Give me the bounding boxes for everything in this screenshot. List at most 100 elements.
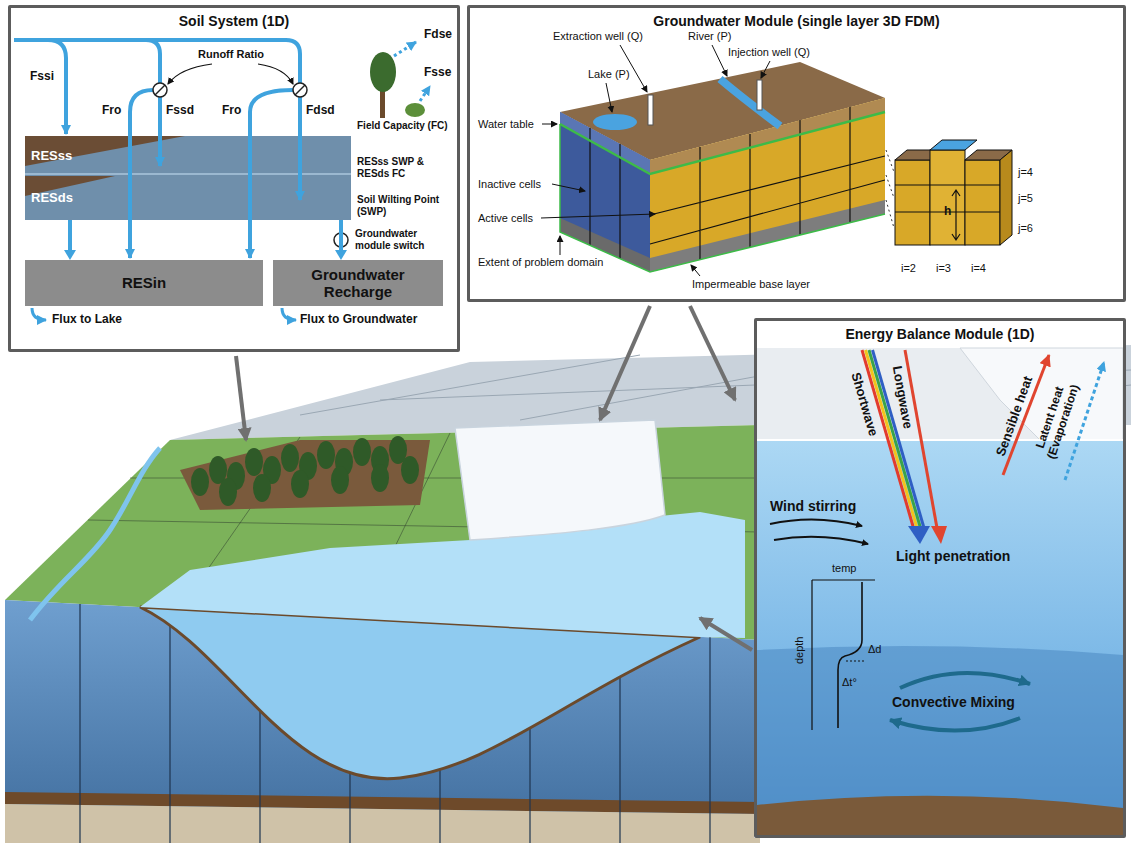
leader-line [541,45,770,276]
runoff-splitter [168,64,212,84]
water-flow [250,90,293,258]
leader-line [712,45,727,76]
node-label: RESss [31,148,72,163]
leader-line [552,184,585,191]
aquifer-block [593,114,637,130]
soil-flow-label: Flux to Groundwater [300,313,417,327]
temperature-profile [838,582,862,728]
aquifer-block [560,112,650,272]
groundwater-label: Extraction well (Q) [553,30,643,43]
pointer-arrow [700,618,752,650]
panel-title: Energy Balance Module (1D) [757,326,1123,342]
landscape-block [219,478,237,506]
energy-label: Longwave [889,364,915,429]
pointer-arrow [690,306,735,400]
temperature-profile [812,580,875,730]
groundwater-label: Water table [478,118,534,131]
vegetation [370,52,425,118]
runoff-splitter [153,64,348,247]
pointer-arrow [236,356,246,440]
aquifer-block [648,95,653,125]
mixing-arrow [770,519,862,526]
groundwater-label: i=3 [936,262,951,275]
radiation-arrow [862,350,1104,544]
lake-column [757,440,1123,835]
soil-profile [25,136,351,220]
runoff-splitter [155,85,165,95]
radiation-arrow [908,526,930,544]
landscape-block [317,441,335,469]
groundwater-label: i=2 [901,262,916,275]
landscape-block [281,444,299,472]
landscape-block [191,468,209,496]
water-flow [48,40,66,134]
water-flow [14,40,300,83]
mixing-arrow [774,537,868,544]
vegetation [370,52,396,92]
soil-flow-label: Fssi [30,70,54,84]
aquifer-block [757,80,762,110]
temperature-profile [812,580,875,730]
landscape-block [5,804,760,843]
groundwater-label: j=5 [1018,192,1033,205]
soil-flow-label: Soil Wilting Point (SWP) [357,194,453,217]
energy-label: Sensible heat [994,374,1036,458]
landscape-block [401,456,419,484]
soil-profile [25,173,351,175]
landscape-block [253,474,271,502]
radiation-arrow [873,350,925,528]
radiation-arrow [905,350,937,528]
radiation-arrow [869,350,921,528]
leader-line [691,265,700,276]
runoff-splitter [153,83,167,97]
temperature-profile [846,661,866,662]
soil-flow-label: Fsse [424,66,451,80]
runoff-splitter [258,64,293,84]
energy-label: Δd [868,643,881,656]
energy-label: Light penetration [896,548,1010,564]
cell-detail [1000,150,1012,245]
energy-label: Latent heat (Evaporation) [1030,374,1084,466]
aquifer-block [720,79,780,126]
groundwater-label: j=4 [1018,166,1033,179]
energy-label: Convective Mixing [892,694,1015,710]
leader-line [761,61,770,78]
flow-line [68,220,72,251]
landscape-block [245,448,263,476]
radiation-arrow [931,526,947,544]
lake-column [757,796,1123,835]
cell-detail [930,150,965,245]
lake-column [757,348,1123,835]
pointer-arrow [600,306,650,420]
mixing-arrow [890,718,1020,731]
landscape-block [5,345,1131,843]
soil-flow-label: Fssd [166,104,194,118]
landscape-block [331,466,349,494]
lake-column [757,439,1123,441]
water-flow [394,42,416,56]
soil-flow-label: Fro [222,104,241,118]
pointer-arrow [236,306,752,650]
landscape-block [191,436,419,506]
panel-ground [8,5,1126,838]
leader-line [542,124,557,125]
energy-label: Shortwave [847,370,880,437]
energy-label: Wind stirring [770,498,856,514]
energy-label: Δt° [842,676,857,689]
leader-line [560,236,561,255]
groundwater-label: River (P) [688,30,731,43]
panel-ground [754,318,1126,838]
water-flow [420,86,430,101]
water-flow [158,97,162,166]
panel-ground [8,5,460,352]
landscape-block [5,600,760,843]
landscape-block [353,438,371,466]
water-flow [32,308,46,320]
landscape-block [80,604,710,843]
landscape-block [140,512,745,638]
flow-connector [64,220,76,260]
runoff-splitter [295,85,305,95]
